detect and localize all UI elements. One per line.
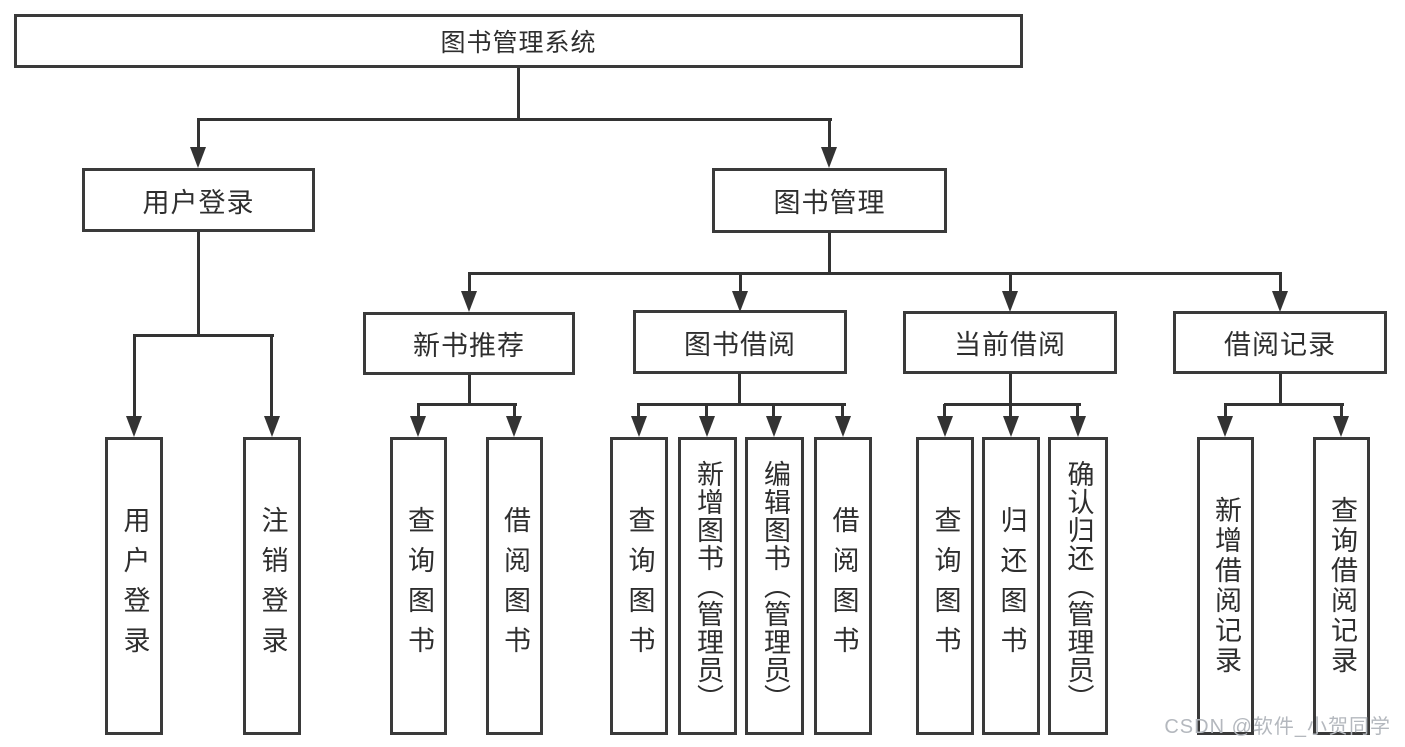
leaf-confirm-return-admin: 确认归还（管理员） — [1048, 437, 1108, 735]
connector-login-rail — [133, 334, 274, 337]
node-borrow-records-label: 借阅记录 — [1224, 330, 1336, 360]
connector-arrow-stem — [1076, 404, 1079, 419]
arrow-down-icon — [1070, 416, 1086, 437]
connector-root-rail — [197, 118, 832, 121]
connector-arrow-stem — [1009, 404, 1012, 419]
connector-arrow-stem — [841, 404, 844, 419]
connector-recommend-rail — [417, 403, 517, 406]
arrow-down-icon — [766, 416, 782, 437]
leaf-query-books-borrow: 查询图书 — [610, 437, 668, 735]
leaf-add-book-admin-label: 新增图书（管理员） — [693, 460, 723, 712]
arrow-down-icon — [1333, 416, 1349, 437]
leaf-borrow-books-borrow: 借阅图书 — [814, 437, 872, 735]
arrow-down-icon — [699, 416, 715, 437]
connector-arrow-stem — [1340, 404, 1343, 419]
connector-recommend-stem — [468, 375, 471, 406]
connector-arrow-stem — [1279, 273, 1282, 294]
connector-records-rail — [1224, 403, 1344, 406]
connector-arrow-stem — [468, 273, 471, 294]
node-book-borrow-label: 图书借阅 — [684, 329, 796, 360]
connector-borrow-stem — [738, 374, 741, 406]
connector-login-stem — [197, 232, 200, 336]
node-root: 图书管理系统 — [14, 14, 1023, 68]
arrow-down-icon — [732, 291, 748, 312]
arrow-down-icon — [835, 416, 851, 437]
arrow-down-icon — [821, 147, 837, 168]
connector-arrow-stem — [1224, 404, 1227, 419]
connector-arrow-stem — [739, 273, 742, 294]
csdn-watermark: CSDN @软件_小贺同学 — [1164, 716, 1391, 738]
arrow-down-icon — [410, 416, 426, 437]
arrow-down-icon — [190, 147, 206, 168]
leaf-add-borrow-record-label: 新增借阅记录 — [1211, 496, 1241, 676]
connector-arrow-stem — [637, 404, 640, 419]
leaf-user-login: 用户登录 — [105, 437, 163, 735]
leaf-query-books-recommend-label: 查询图书 — [404, 506, 434, 666]
connector-arrow-stem — [943, 404, 946, 419]
connector-arrow-stem — [197, 119, 200, 150]
leaf-query-books-current: 查询图书 — [916, 437, 974, 735]
arrow-down-icon — [506, 416, 522, 437]
node-new-book-recommend-label: 新书推荐 — [413, 331, 525, 361]
arrow-down-icon — [126, 416, 142, 437]
leaf-add-borrow-record: 新增借阅记录 — [1197, 437, 1254, 735]
leaf-logout-label: 注销登录 — [257, 506, 288, 666]
connector-arrow-stem — [133, 335, 136, 419]
arrow-down-icon — [461, 291, 477, 312]
node-user-login: 用户登录 — [82, 168, 315, 232]
arrow-down-icon — [631, 416, 647, 437]
arrow-down-icon — [1002, 291, 1018, 312]
arrow-down-icon — [264, 416, 280, 437]
leaf-borrow-books-recommend: 借阅图书 — [486, 437, 543, 735]
connector-arrow-stem — [828, 119, 831, 150]
leaf-query-books-borrow-label: 查询图书 — [624, 506, 655, 666]
connector-arrow-stem — [772, 404, 775, 419]
leaf-query-borrow-record: 查询借阅记录 — [1313, 437, 1370, 735]
leaf-borrow-books-recommend-label: 借阅图书 — [500, 506, 530, 666]
node-current-borrow: 当前借阅 — [903, 311, 1117, 374]
leaf-user-login-label: 用户登录 — [119, 506, 150, 666]
leaf-logout: 注销登录 — [243, 437, 301, 735]
node-new-book-recommend: 新书推荐 — [363, 312, 575, 375]
leaf-edit-book-admin: 编辑图书（管理员） — [745, 437, 804, 735]
connector-arrow-stem — [513, 404, 516, 419]
connector-mgmt-stem — [828, 233, 831, 275]
arrow-down-icon — [1217, 416, 1233, 437]
leaf-query-books-recommend: 查询图书 — [390, 437, 447, 735]
node-book-management: 图书管理 — [712, 168, 947, 233]
node-root-label: 图书管理系统 — [440, 29, 597, 57]
connector-borrow-rail — [637, 403, 846, 406]
connector-arrow-stem — [417, 404, 420, 419]
connector-arrow-stem — [1009, 273, 1012, 294]
leaf-edit-book-admin-label: 编辑图书（管理员） — [760, 460, 790, 712]
leaf-borrow-books-borrow-label: 借阅图书 — [828, 506, 859, 666]
arrow-down-icon — [937, 416, 953, 437]
node-user-login-label: 用户登录 — [142, 187, 255, 218]
connector-current-rail — [944, 403, 1081, 406]
connector-records-stem — [1279, 374, 1282, 406]
node-borrow-records: 借阅记录 — [1173, 311, 1387, 374]
connector-arrow-stem — [705, 404, 708, 419]
connector-arrow-stem — [270, 335, 273, 419]
arrow-down-icon — [1003, 416, 1019, 437]
node-book-borrow: 图书借阅 — [633, 310, 847, 374]
connector-mgmt-rail — [468, 272, 1282, 275]
leaf-confirm-return-admin-label: 确认归还（管理员） — [1063, 460, 1094, 712]
connector-root-stem — [517, 68, 520, 121]
leaf-query-borrow-record-label: 查询借阅记录 — [1327, 496, 1357, 676]
node-book-management-label: 图书管理 — [773, 188, 886, 218]
node-current-borrow-label: 当前借阅 — [954, 330, 1066, 360]
arrow-down-icon — [1272, 291, 1288, 312]
leaf-add-book-admin: 新增图书（管理员） — [678, 437, 737, 735]
leaf-return-book: 归还图书 — [982, 437, 1040, 735]
leaf-return-book-label: 归还图书 — [996, 506, 1027, 666]
leaf-query-books-current-label: 查询图书 — [930, 506, 961, 666]
connector-current-stem — [1009, 374, 1012, 406]
